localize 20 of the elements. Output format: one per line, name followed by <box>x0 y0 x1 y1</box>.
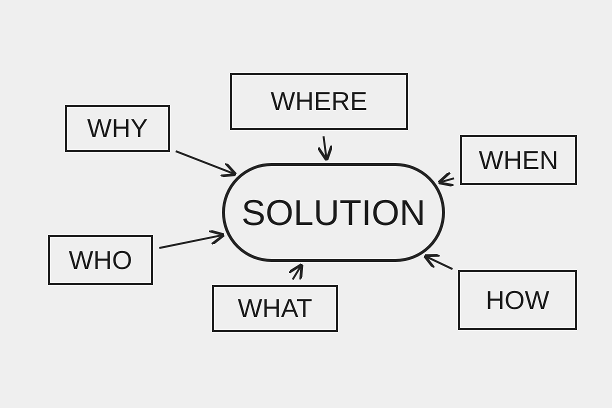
text-box <box>65 105 170 152</box>
arrow <box>175 150 238 178</box>
node-label: WHAT <box>238 293 312 324</box>
text-box <box>230 73 408 130</box>
arrow <box>287 262 304 282</box>
node-label: WHO <box>68 244 132 276</box>
node-label: WHERE <box>270 86 368 117</box>
node-label: WHY <box>87 113 148 144</box>
arrow <box>437 170 456 188</box>
arrow <box>422 254 453 270</box>
node-label: WHEN <box>478 144 558 176</box>
rounded-box <box>222 163 445 262</box>
arrow <box>316 136 334 162</box>
text-box <box>460 135 577 185</box>
text-box <box>458 270 577 330</box>
text-box <box>212 285 338 332</box>
arrow <box>159 229 226 249</box>
node-label: SOLUTION <box>241 192 426 234</box>
text-box <box>48 235 153 285</box>
node-label: HOW <box>486 284 550 316</box>
